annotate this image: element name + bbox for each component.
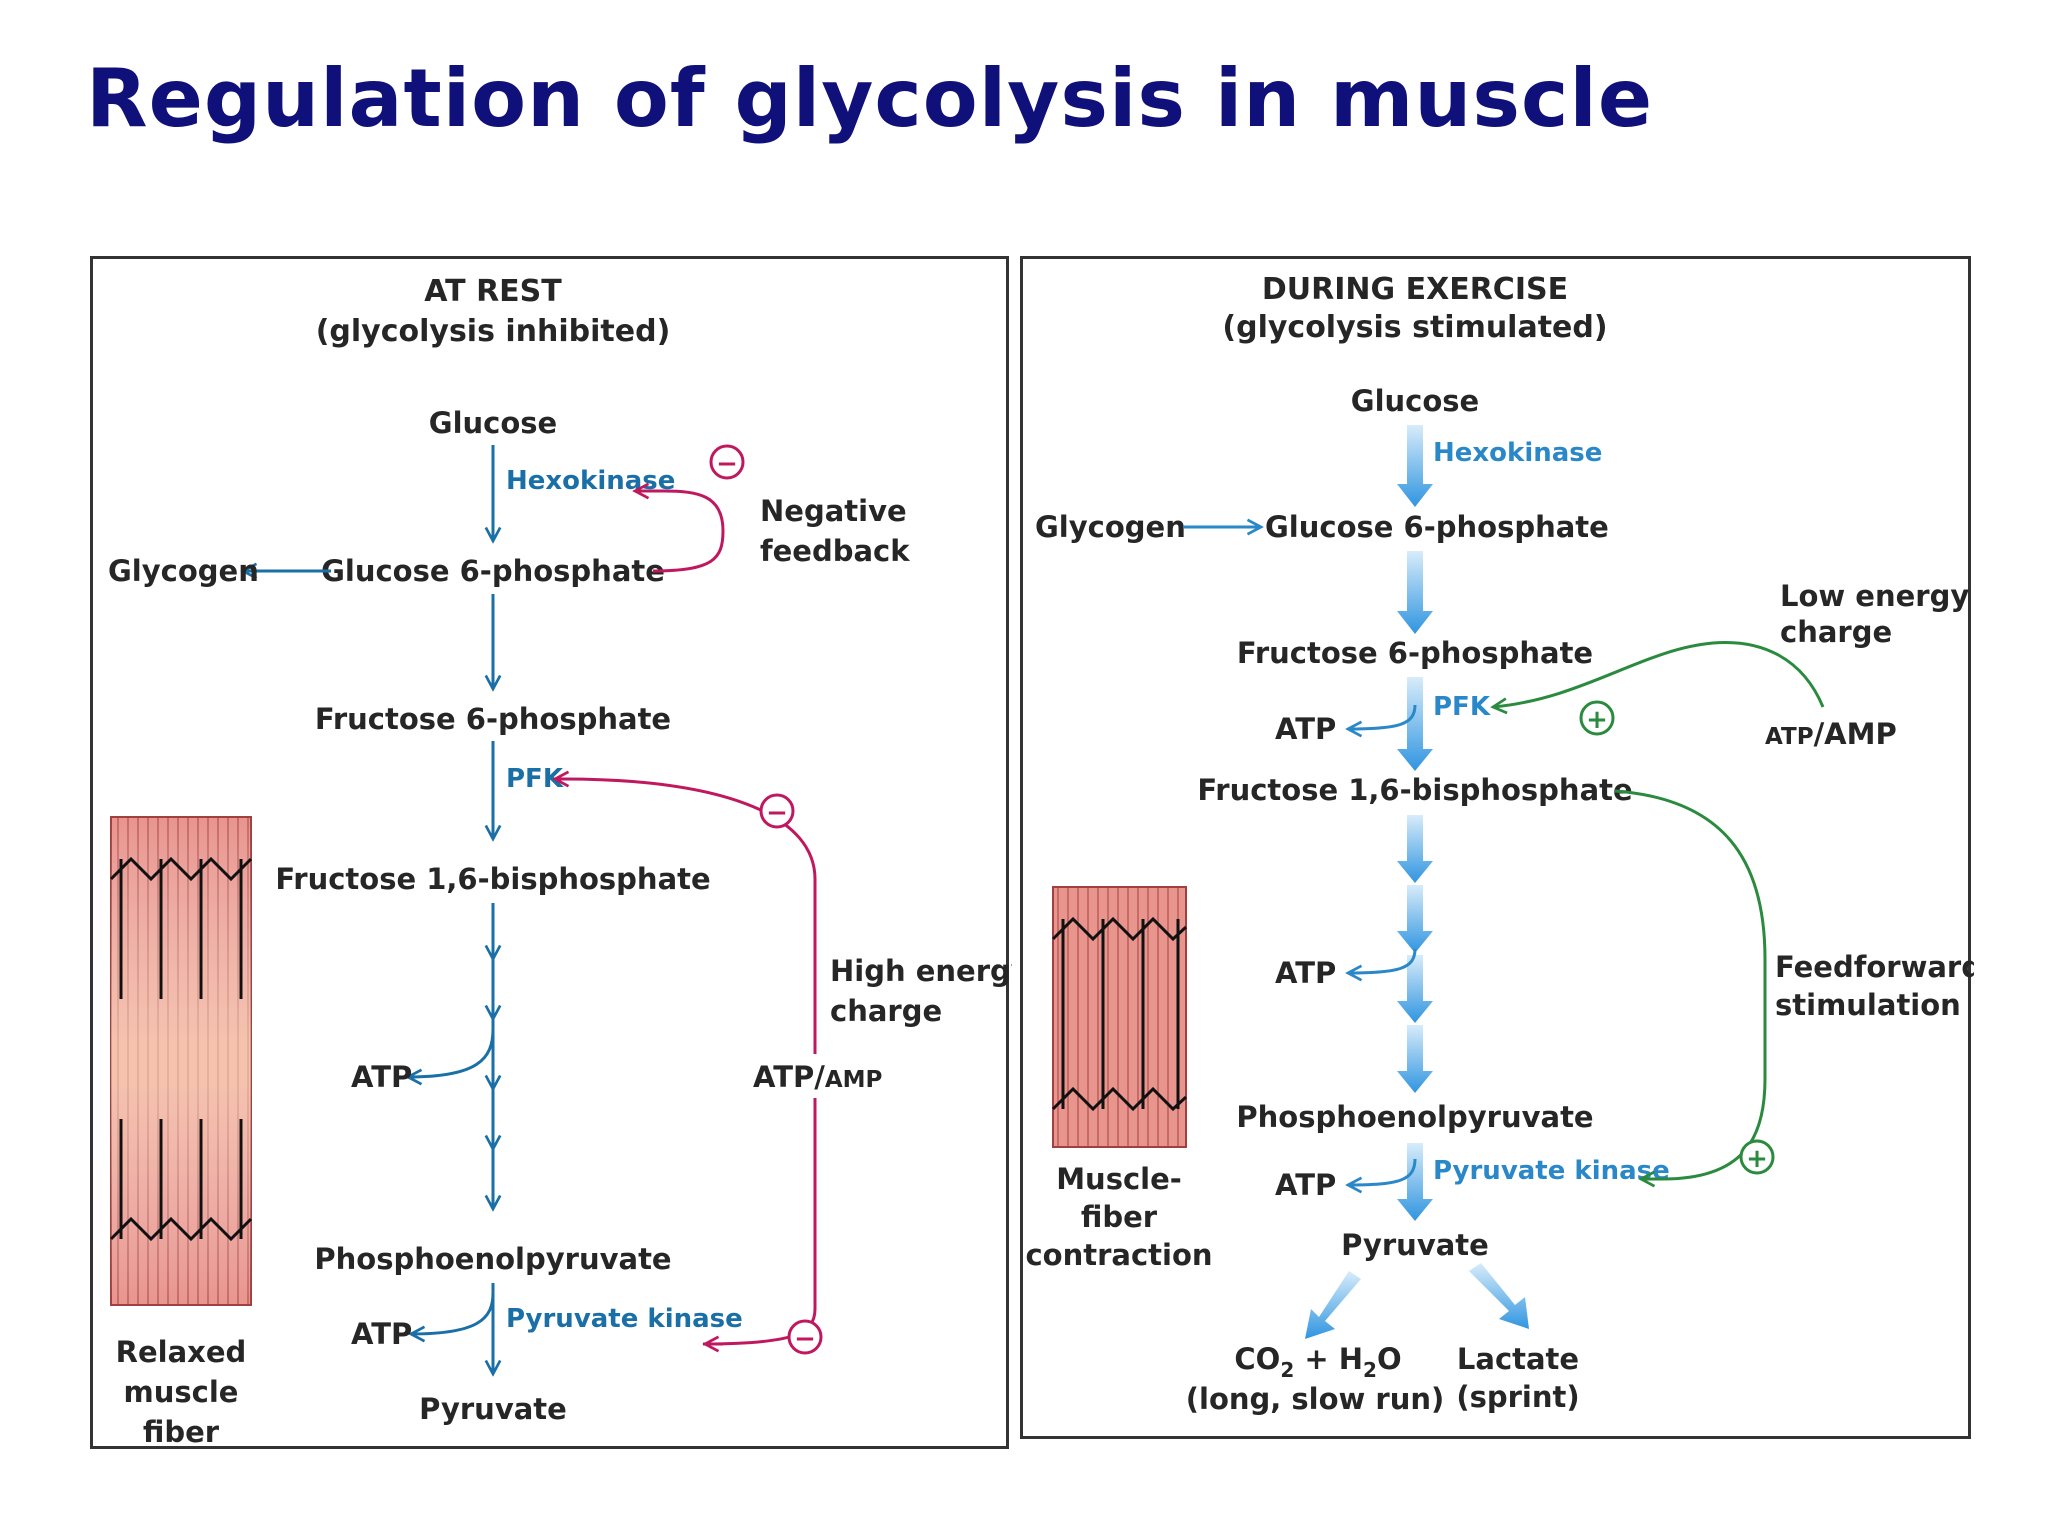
at-rest-diagram: AT REST (glycolysis inhibited) Glucose H…	[108, 274, 1012, 1449]
co2-part-1: CO	[1234, 1342, 1280, 1376]
rest-glucose: Glucose	[429, 406, 557, 440]
exercise-phosphoenolpyruvate: Phosphoenolpyruvate	[1236, 1100, 1593, 1134]
exercise-long-slow-run: (long, slow run)	[1186, 1382, 1445, 1416]
exercise-glucose-6-phosphate: Glucose 6-phosphate	[1265, 510, 1609, 544]
during-exercise-panel: DURING EXERCISE (glycolysis stimulated) …	[1020, 256, 1974, 1439]
co2-part-3: O	[1377, 1342, 1402, 1376]
rest-pfk-inhibition-arrow	[555, 779, 817, 1114]
rest-pyruvate: Pyruvate	[419, 1392, 567, 1426]
at-rest-heading: AT REST	[424, 274, 562, 309]
exercise-sprint: (sprint)	[1456, 1380, 1579, 1414]
exercise-arrow-to-lactate	[1469, 1263, 1529, 1329]
exercise-fructose-6-phosphate: Fructose 6-phosphate	[1237, 636, 1593, 670]
exercise-pfk: PFK	[1433, 692, 1491, 722]
rest-atp-2: ATP	[351, 1317, 412, 1351]
relaxed-muscle-fiber-illustration	[109, 816, 253, 1306]
exercise-arrow-step-2	[1397, 885, 1433, 953]
rest-negative-feedback-label-2: feedback	[760, 534, 910, 568]
exercise-atp-1: ATP	[1275, 712, 1336, 746]
rest-pfk-minus-circle	[759, 793, 795, 829]
exercise-pk-plus-sign: +	[1746, 1144, 1768, 1174]
rest-fructose-6-phosphate: Fructose 6-phosphate	[315, 702, 671, 736]
exercise-arrow-step-4	[1397, 1025, 1433, 1093]
rest-atp-amp-sub: AMP	[825, 1067, 883, 1093]
rest-atp-amp-backdrop	[773, 1054, 873, 1098]
rest-pk-minus-circle	[787, 1319, 823, 1355]
exercise-atp-2: ATP	[1275, 956, 1336, 990]
exercise-fructose-1-6-bisphosphate: Fructose 1,6-bisphosphate	[1197, 773, 1632, 807]
exercise-pk-plus-circle	[1739, 1139, 1775, 1175]
exercise-feedforward-arrow	[1614, 789, 1767, 1179]
rest-negative-feedback-label-1: Negative	[760, 494, 907, 528]
exercise-low-energy-label-2: charge	[1780, 615, 1892, 649]
rest-pyruvate-kinase: Pyruvate kinase	[506, 1304, 743, 1334]
during-exercise-diagram: DURING EXERCISE (glycolysis stimulated) …	[1025, 272, 1974, 1416]
exercise-arrow-atp-2	[1348, 948, 1417, 973]
contraction-label-1: Muscle-	[1056, 1162, 1182, 1196]
exercise-arrow-step-1	[1397, 815, 1433, 883]
exercise-heading: DURING EXERCISE	[1262, 272, 1568, 307]
rest-pk-minus-sign: −	[794, 1324, 816, 1354]
slide-title: Regulation of glycolysis in muscle	[86, 52, 1654, 145]
exercise-arrow-step-3	[1397, 955, 1433, 1023]
rest-atp-1: ATP	[351, 1060, 412, 1094]
contraction-label-3: contraction	[1025, 1238, 1212, 1272]
rest-atp-amp-label: ATP/AMP	[753, 1060, 882, 1094]
rest-feedback-minus-circle	[709, 444, 745, 480]
exercise-arrow-to-co2	[1305, 1271, 1361, 1339]
exercise-feedforward-label-2: stimulation	[1775, 988, 1961, 1022]
relaxed-fiber-label-3: fiber	[143, 1415, 220, 1449]
exercise-hexokinase: Hexokinase	[1433, 438, 1602, 468]
exercise-lactate: Lactate	[1457, 1342, 1579, 1376]
exercise-arrow-g6p-to-f6p	[1397, 551, 1433, 634]
rest-fructose-1-6-bisphosphate: Fructose 1,6-bisphosphate	[275, 862, 710, 896]
rest-feedback-minus-sign: −	[716, 449, 738, 479]
at-rest-subheading: (glycolysis inhibited)	[316, 314, 671, 349]
exercise-arrow-glucose-to-g6p	[1397, 425, 1433, 507]
contraction-label-2: fiber	[1081, 1200, 1158, 1234]
rest-phosphoenolpyruvate: Phosphoenolpyruvate	[314, 1242, 671, 1276]
rest-arrow-atp-1	[408, 1028, 495, 1077]
at-rest-panel: AT REST (glycolysis inhibited) Glucose H…	[90, 256, 1012, 1449]
rest-pfk-minus-sign: −	[766, 798, 788, 828]
rest-glucose-6-phosphate: Glucose 6-phosphate	[321, 554, 665, 588]
rest-glycogen: Glycogen	[108, 554, 259, 588]
exercise-co2-h2o: CO2 + H2O	[1234, 1342, 1401, 1382]
exercise-subheading: (glycolysis stimulated)	[1222, 310, 1607, 345]
exercise-atp-3: ATP	[1275, 1168, 1336, 1202]
exercise-pfk-plus-sign: +	[1586, 705, 1608, 735]
exercise-arrow-atp-3	[1348, 1158, 1417, 1185]
exercise-arrow-f6p-to-f16bp	[1397, 677, 1433, 771]
exercise-arrow-atp-1	[1348, 704, 1417, 729]
rest-atp-amp-main: ATP/	[753, 1060, 825, 1094]
co2-subscript-1: 2	[1280, 1358, 1294, 1382]
exercise-atp-amp-sub: ATP	[1765, 724, 1814, 750]
exercise-pfk-stimulation-arrow	[1493, 641, 1825, 707]
co2-subscript-2: 2	[1363, 1358, 1377, 1382]
exercise-glucose: Glucose	[1351, 384, 1479, 418]
co2-part-2: + H	[1294, 1342, 1363, 1376]
rest-negative-feedback-arrow	[635, 491, 725, 573]
contracted-muscle-fiber-illustration	[1051, 886, 1188, 1148]
rest-arrow-atp-2	[411, 1292, 495, 1334]
exercise-pfk-plus-circle	[1579, 700, 1615, 736]
rest-high-energy-label-2: charge	[830, 994, 942, 1028]
exercise-pyruvate: Pyruvate	[1341, 1228, 1489, 1262]
rest-high-energy-label-1: High energy	[830, 954, 1012, 988]
exercise-feedforward-label-1: Feedforward	[1775, 950, 1974, 984]
exercise-glycogen: Glycogen	[1035, 510, 1186, 544]
exercise-pyruvate-kinase: Pyruvate kinase	[1433, 1156, 1670, 1186]
exercise-low-energy-label-1: Low energy	[1780, 579, 1969, 613]
exercise-atp-amp-main: /AMP	[1814, 717, 1897, 751]
exercise-atp-amp-label: ATP/AMP	[1765, 717, 1897, 751]
exercise-arrow-pep-to-pyruvate	[1397, 1143, 1433, 1221]
relaxed-fiber-label-1: Relaxed	[116, 1335, 247, 1369]
relaxed-fiber-label-2: muscle	[124, 1375, 239, 1409]
